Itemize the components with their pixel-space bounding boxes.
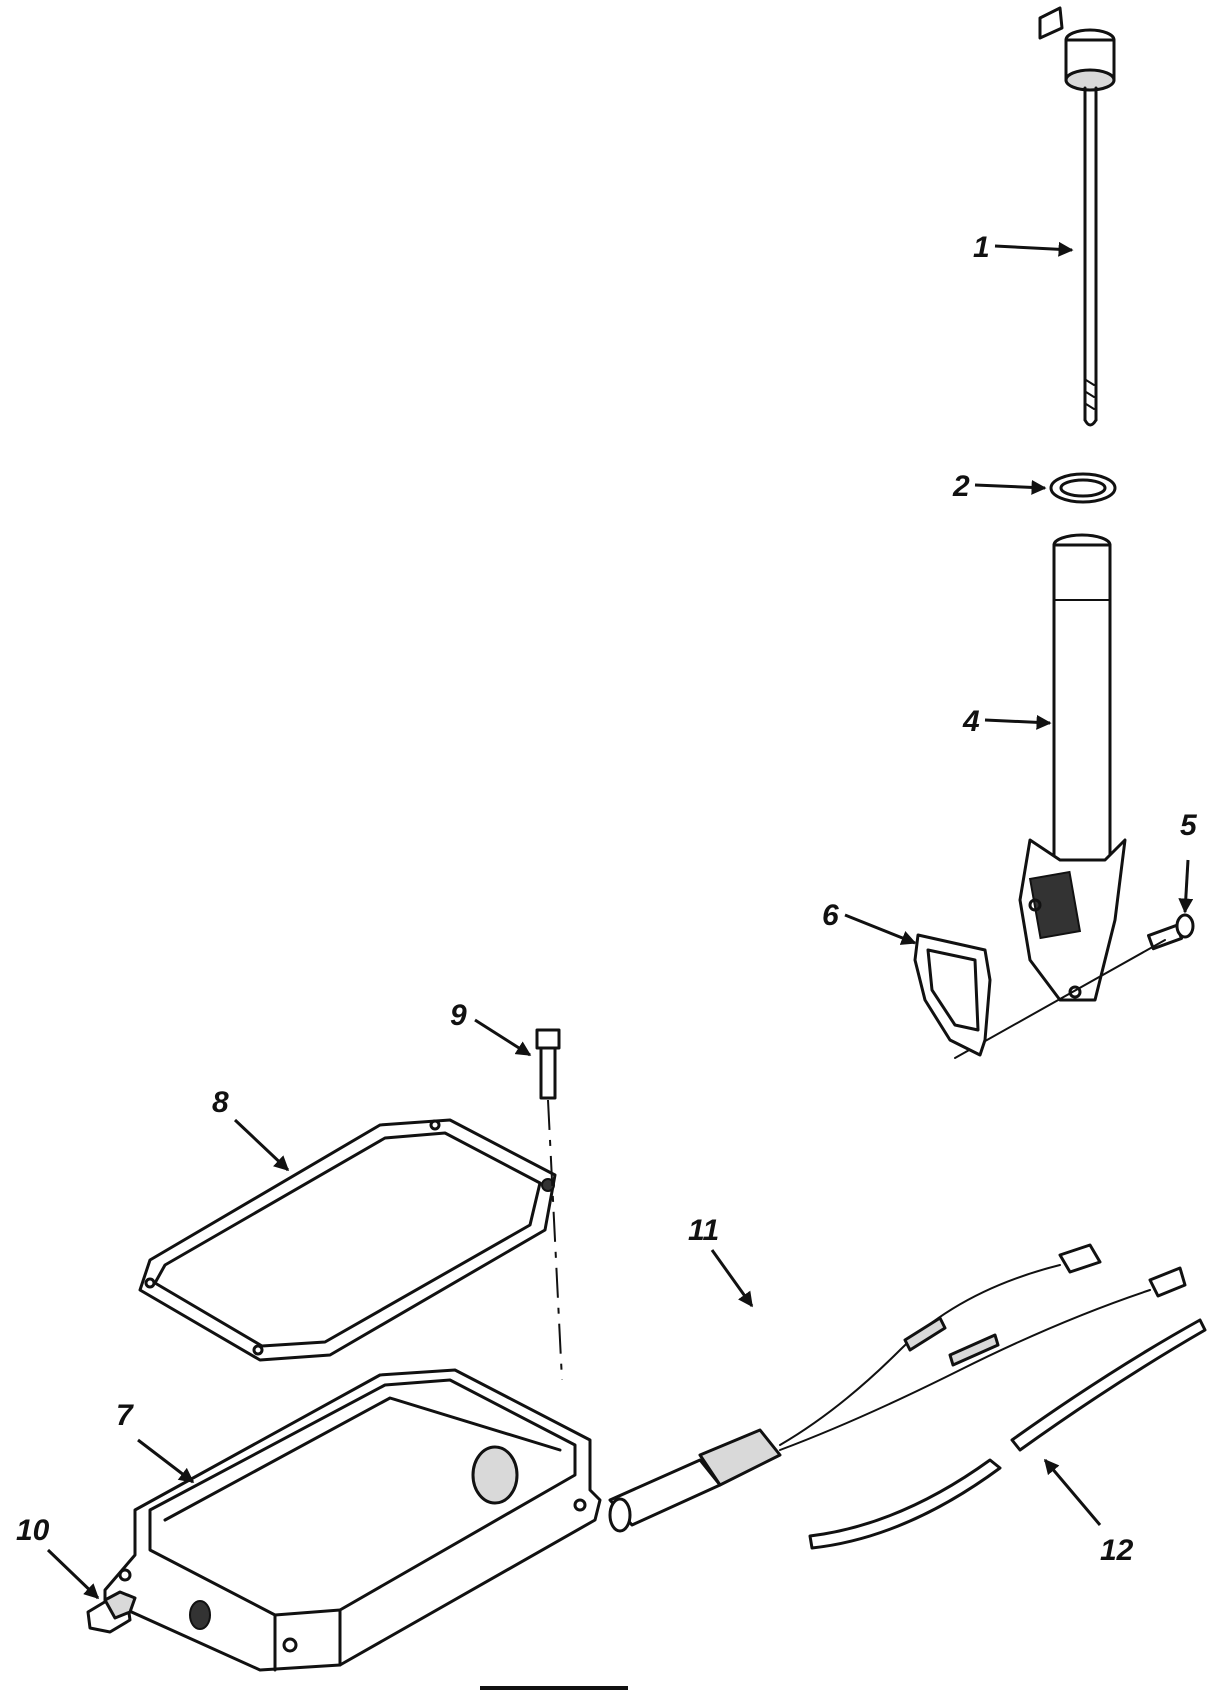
leader-12 bbox=[1043, 1458, 1102, 1526]
pipe-plug bbox=[86, 1590, 137, 1634]
screw bbox=[1147, 913, 1195, 951]
callout-labels: 1 2 4 5 6 7 8 9 10 11 12 bbox=[16, 231, 1198, 1567]
leader-2 bbox=[974, 479, 1047, 495]
harness-sleeve bbox=[808, 1318, 1207, 1550]
callout-10: 10 bbox=[16, 1514, 50, 1547]
callout-7: 7 bbox=[116, 1399, 134, 1432]
leader-8 bbox=[233, 1118, 290, 1172]
callout-6: 6 bbox=[822, 899, 839, 932]
tube-gasket bbox=[913, 933, 992, 1057]
leader-6 bbox=[844, 913, 917, 945]
dipstick-tube bbox=[1018, 533, 1127, 1002]
junction-box bbox=[103, 1368, 602, 1672]
callout-12: 12 bbox=[1100, 1534, 1134, 1567]
leader-5 bbox=[1178, 859, 1194, 914]
wiring-harness bbox=[608, 1243, 1187, 1533]
leader-11 bbox=[710, 1249, 754, 1308]
callout-4: 4 bbox=[962, 705, 980, 738]
box-gasket bbox=[138, 1118, 557, 1362]
bolt bbox=[535, 1028, 561, 1100]
callout-2: 2 bbox=[952, 470, 970, 503]
dipstick bbox=[1038, 6, 1116, 427]
callout-9: 9 bbox=[450, 999, 467, 1032]
leader-1 bbox=[994, 241, 1074, 257]
callout-8: 8 bbox=[212, 1086, 229, 1119]
callout-1: 1 bbox=[973, 231, 990, 264]
callout-5: 5 bbox=[1180, 809, 1198, 842]
callout-11: 11 bbox=[688, 1214, 719, 1247]
leader-10 bbox=[46, 1548, 100, 1600]
leader-7 bbox=[137, 1438, 195, 1484]
leader-9 bbox=[474, 1018, 532, 1057]
seal-ring bbox=[1049, 472, 1117, 504]
leader-4 bbox=[984, 714, 1052, 730]
leader-lines bbox=[46, 241, 1194, 1600]
